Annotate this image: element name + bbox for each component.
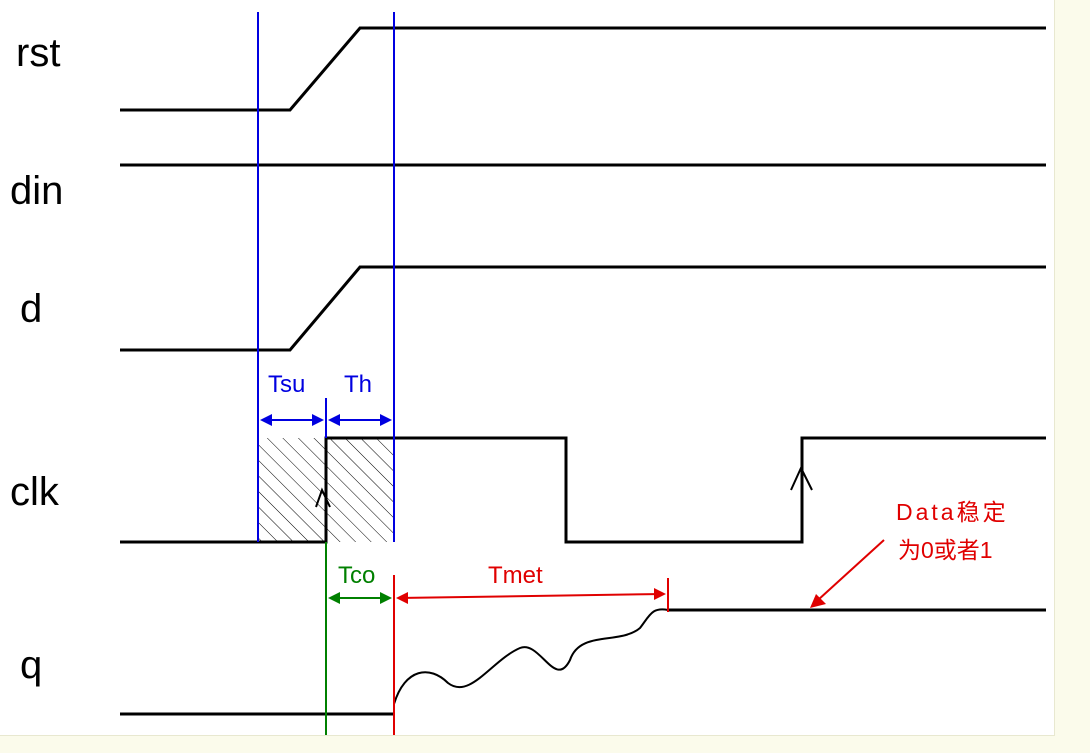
wave-rst — [120, 26, 1046, 112]
label-din: din — [10, 169, 63, 213]
diagram-frame — [0, 0, 1055, 736]
wave-clk — [120, 436, 1046, 544]
label-rst: rst — [16, 31, 60, 75]
label-clk: clk — [10, 470, 60, 514]
note-arrowhead — [810, 594, 826, 608]
clk-edge-arrow-2 — [790, 465, 813, 491]
tco-label: Tco — [338, 562, 375, 589]
tco-arrowhead-right — [380, 592, 392, 604]
wave-q-metastable — [393, 608, 669, 705]
label-d: d — [20, 287, 42, 331]
tmet-arrow — [397, 593, 665, 599]
tmet-arrowhead-right — [654, 588, 666, 600]
th-label: Th — [344, 371, 372, 398]
tmet-label: Tmet — [488, 562, 543, 589]
tco-arrowhead-left — [328, 592, 340, 604]
note-line1: Data稳定 — [896, 499, 1009, 525]
wave-d — [120, 265, 1046, 352]
clk-edge-arrow-1 — [315, 487, 331, 508]
tsu-label: Tsu — [268, 371, 305, 398]
label-q: q — [20, 643, 42, 687]
tmet-arrowhead-left — [396, 592, 408, 604]
tsu-arrowhead-right — [312, 414, 324, 426]
tsu-arrowhead-left — [260, 414, 272, 426]
note-line2: 为0或者1 — [898, 537, 993, 563]
note-arrow — [817, 539, 885, 601]
th-arrowhead-left — [328, 414, 340, 426]
th-arrowhead-right — [380, 414, 392, 426]
